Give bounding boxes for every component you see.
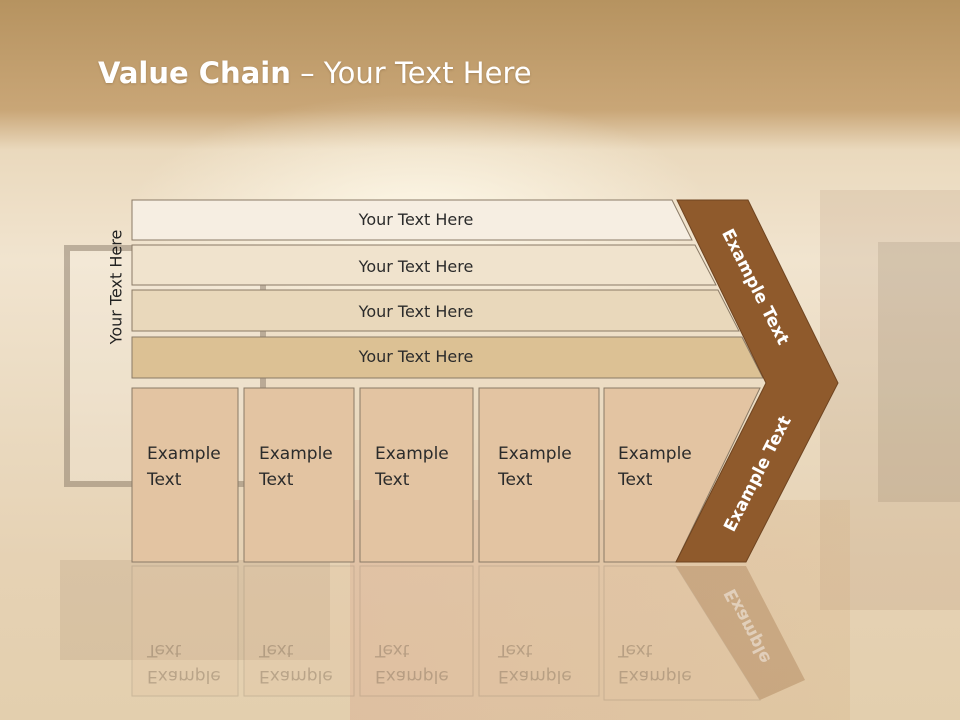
row-3-bar[interactable] [131,289,740,332]
box-2-reflection-line2: Text [258,640,294,660]
box-3-line1: Example [375,444,449,464]
title-rest: – Your Text Here [290,56,532,90]
box-reflection-3 [359,565,474,697]
box-5-reflection-line2: Text [617,640,653,660]
box-3-line2: Text [374,470,410,490]
box-5-reflection-line1: Example [618,666,692,686]
box-reflection-4 [478,565,600,697]
box-1[interactable] [131,387,239,563]
box-5-line1: Example [618,444,692,464]
box-3-reflection-line1: Example [375,666,449,686]
row-1-label: Your Text Here [358,210,474,229]
chevron-arrow[interactable] [675,199,839,563]
box-4-line1: Example [498,444,572,464]
box-2[interactable] [243,387,355,563]
box-reflection-5 [603,565,761,701]
row-4-bar[interactable] [131,336,764,379]
row-1-bar[interactable] [131,199,693,241]
box-4-reflection-line2: Text [497,640,533,660]
box-2-line1: Example [259,444,333,464]
chevron-reflection [676,566,805,700]
box-4[interactable] [478,387,600,563]
row-4-label: Your Text Here [358,347,474,366]
title-bold: Value Chain [98,56,291,90]
box-reflection-2 [243,565,355,697]
background-doorway [878,242,960,502]
reflection-group [131,565,805,701]
box-2-reflection-line1: Example [259,666,333,686]
box-4-reflection-line1: Example [498,666,572,686]
box-3[interactable] [359,387,474,563]
box-2-line2: Text [258,470,294,490]
box-1-line1: Example [147,444,221,464]
row-2-label: Your Text Here [358,257,474,276]
box-4-line2: Text [497,470,533,490]
row-2-bar[interactable] [131,244,717,286]
row-3-label: Your Text Here [358,302,474,321]
box-5-line2: Text [617,470,653,490]
background-wall-panel [820,190,960,610]
box-3-reflection-line2: Text [374,640,410,660]
box-1-reflection-line1: Example [147,666,221,686]
box-1-reflection-line2: Text [146,640,182,660]
slide-title: Value Chain – Your Text Here [98,56,532,90]
box-1-line2: Text [146,470,182,490]
box-reflection-1 [131,565,239,697]
background-table [60,560,330,660]
